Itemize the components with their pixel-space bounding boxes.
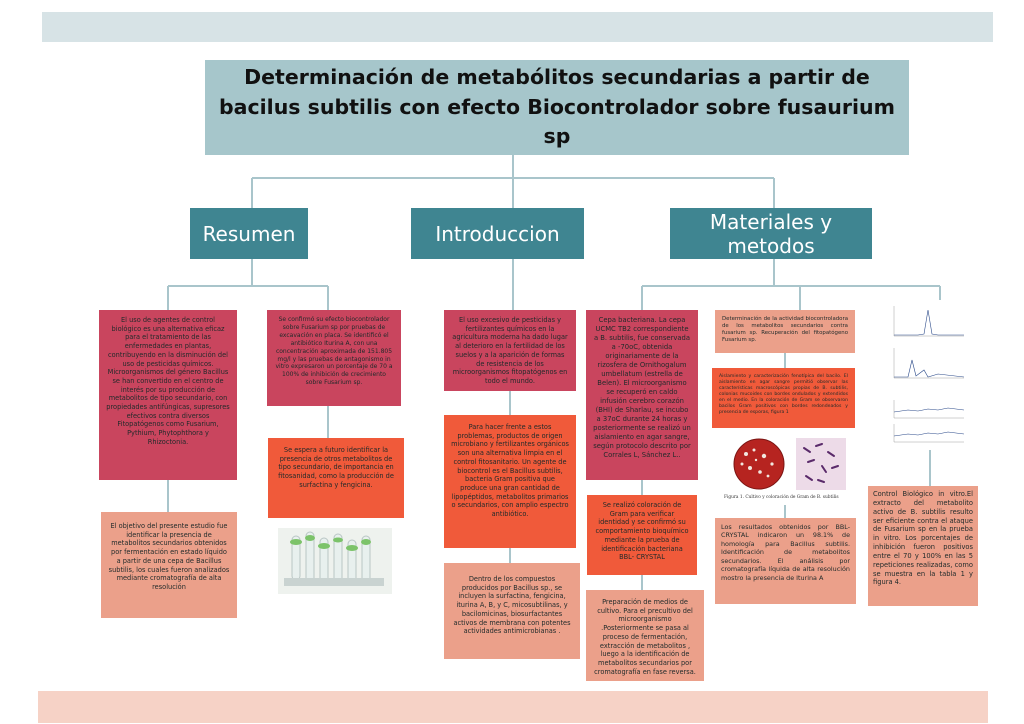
introduccion-bacillus-text: Para hacer frente a estos problemas, pro… — [444, 415, 576, 548]
section-resumen: Resumen — [190, 208, 308, 259]
materiales-gram-text: Se realizó coloración de Gram para verif… — [587, 495, 697, 575]
bottom-band — [38, 691, 988, 723]
figure-1-caption: Figura 1. Cultivo y coloración de Gram d… — [724, 495, 839, 500]
materiales-activity-text: Determinación de la actividad biocontrol… — [715, 310, 855, 353]
materiales-media-text: Preparación de medios de cultivo. Para e… — [586, 590, 704, 681]
top-band — [42, 12, 993, 42]
petri-dish-photo — [724, 438, 794, 490]
test-tubes-photo — [278, 528, 392, 594]
resumen-objective-text: El objetivo del presente estudio fue ide… — [101, 512, 237, 618]
materiales-isolation-text: Aislamiento y caracterización fenotípica… — [712, 368, 855, 428]
introduccion-problem-text: El uso excesivo de pesticidas y fertiliz… — [444, 310, 576, 391]
section-materiales-y-metodos: Materiales y metodos — [670, 208, 872, 259]
gram-stain-photo — [796, 438, 846, 490]
materiales-strain-text: Cepa bacteriana. La cepa UCMC TB2 corres… — [586, 310, 698, 480]
materiales-crystal-results-text: Los resultados obtenidos por BBL-CRYSTAL… — [715, 518, 856, 604]
resumen-intro-text: El uso de agentes de control biológico e… — [99, 310, 237, 480]
chromatography-figure — [888, 300, 968, 450]
resumen-results-text: Se confirmó su efecto biocontrolador sob… — [267, 310, 401, 406]
section-introduccion: Introduccion — [411, 208, 584, 259]
main-title: Determinación de metabólitos secundarias… — [205, 60, 909, 155]
introduccion-compounds-text: Dentro de los compuestos producidos por … — [444, 563, 580, 659]
resumen-future-text: Se espera a futuro identificar la presen… — [268, 438, 404, 518]
materiales-biocontrol-text: Control Biológico in vitro.El extracto d… — [868, 486, 978, 606]
